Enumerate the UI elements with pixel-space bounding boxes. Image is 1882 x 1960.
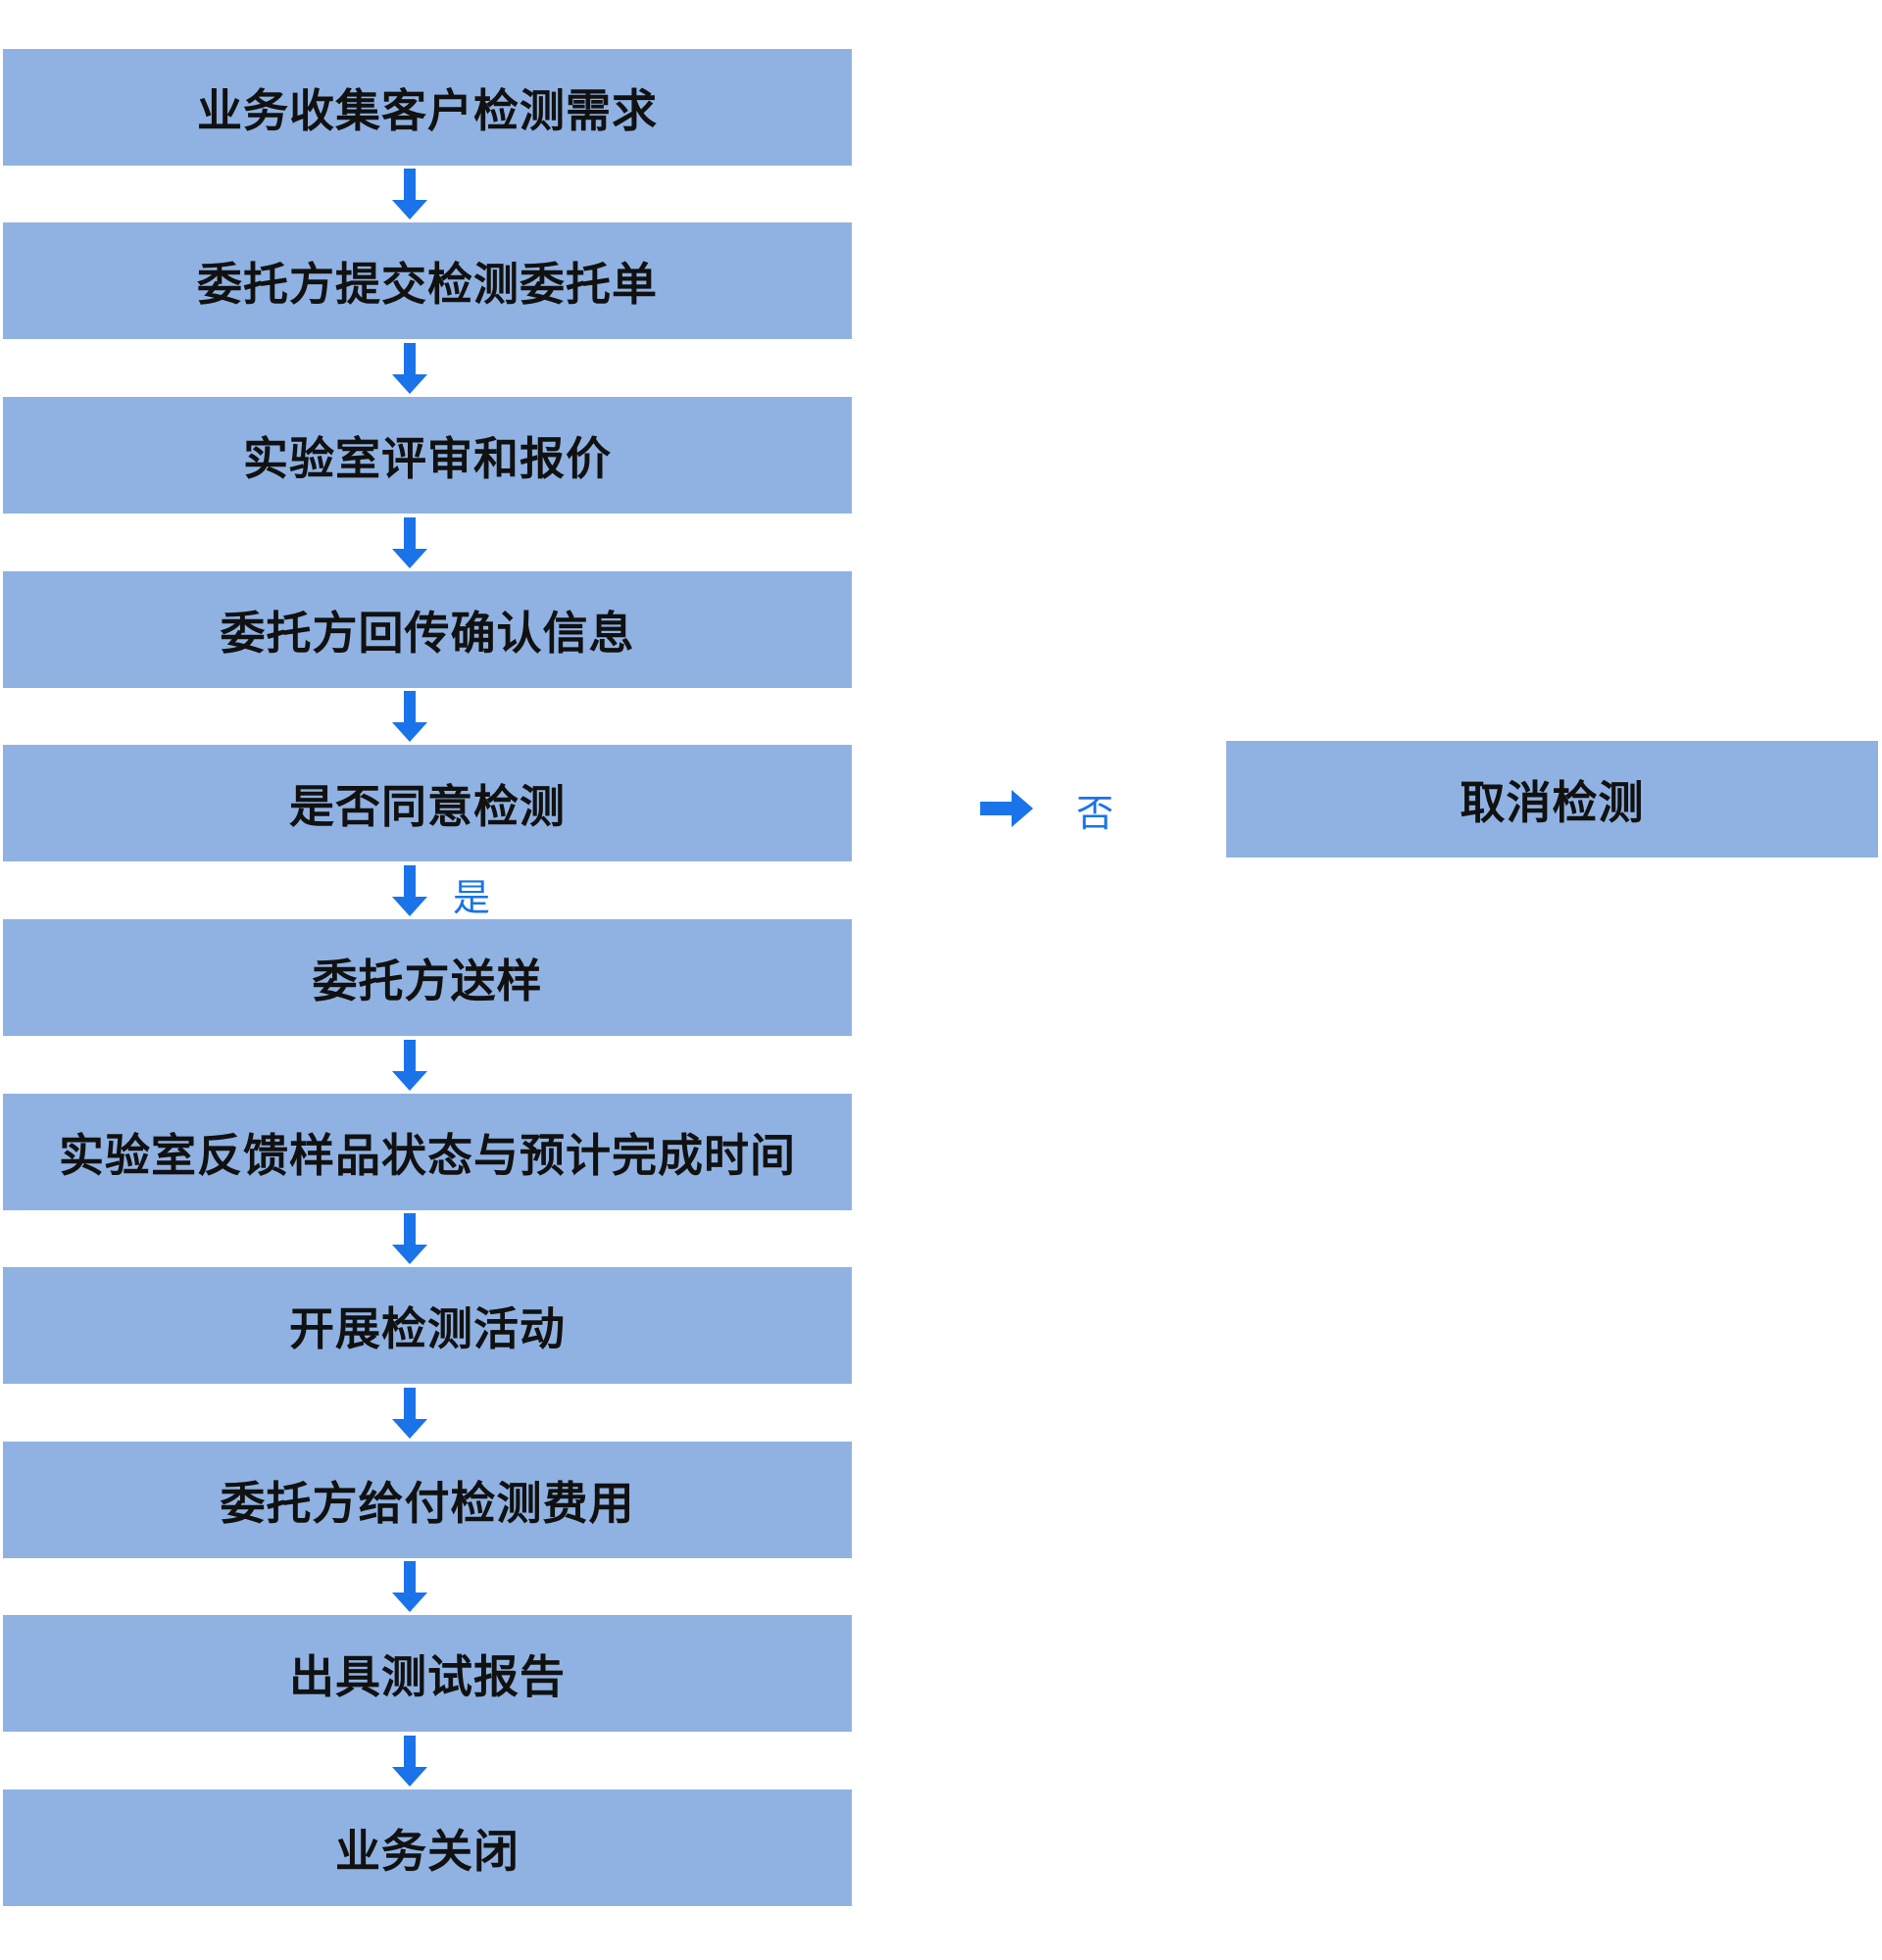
down-arrow-yes: [392, 865, 427, 916]
step-box-8: 开展检测活动: [3, 1267, 852, 1384]
step-box-2: 委托方提交检测委托单: [3, 222, 852, 339]
step-box-4: 委托方回传确认信息: [3, 571, 852, 688]
yes-label: 是: [453, 876, 491, 919]
down-arrow-1: [392, 169, 427, 220]
down-arrow-2: [392, 343, 427, 394]
step-box-1: 业务收集客户检测需求: [3, 49, 852, 166]
no-label: 否: [1076, 792, 1114, 835]
right-arrow-no: [980, 790, 1033, 827]
down-arrow-7: [392, 1213, 427, 1264]
step-box-6: 委托方送样: [3, 919, 852, 1036]
down-arrow-6: [392, 1040, 427, 1091]
down-arrow-3: [392, 517, 427, 568]
down-arrow-4: [392, 691, 427, 742]
step-box-9: 委托方给付检测费用: [3, 1442, 852, 1558]
step-box-7: 实验室反馈样品状态与预计完成时间: [3, 1094, 852, 1210]
down-arrow-9: [392, 1561, 427, 1612]
decision-box: 是否同意检测: [3, 745, 852, 861]
cancel-box: 取消检测: [1226, 741, 1878, 858]
down-arrow-8: [392, 1388, 427, 1439]
step-box-11: 业务关闭: [3, 1789, 852, 1906]
down-arrow-10: [392, 1736, 427, 1787]
step-box-3: 实验室评审和报价: [3, 397, 852, 514]
step-box-10: 出具测试报告: [3, 1615, 852, 1732]
